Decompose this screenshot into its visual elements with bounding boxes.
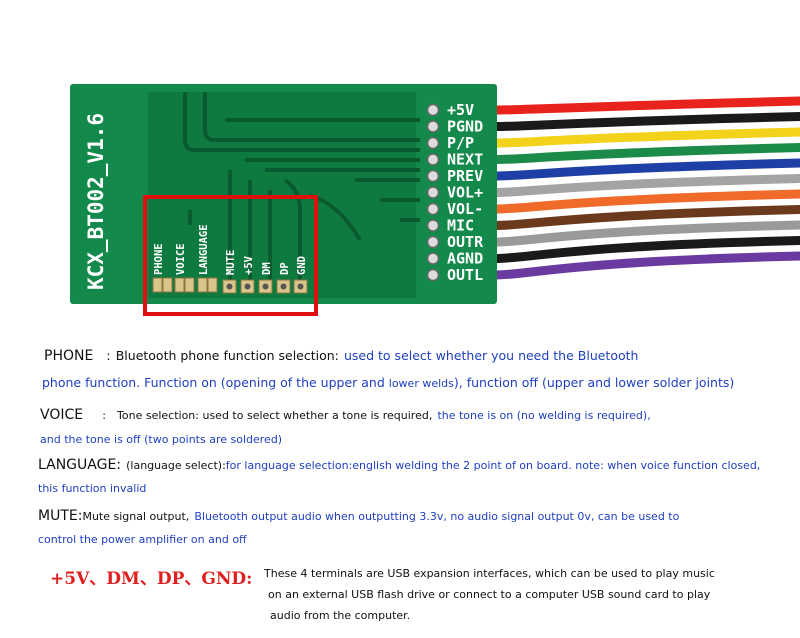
phone-black-text: Bluetooth phone function selection: [115,348,339,363]
pin-hole [426,120,440,133]
language-desc-line2: this function invalid [38,482,147,495]
wire-8 [490,205,800,230]
pad-hole [297,283,304,290]
wire-10 [490,236,800,263]
highlight-box [143,195,318,316]
usb-desc-line2: on an external USB flash drive or connec… [268,588,711,601]
pad-hole [280,283,287,290]
pin-label: OUTR [447,233,484,251]
pin-labels: +5VPGNDP/PNEXTPREVVOL+VOL-MICOUTRAGNDOUT… [447,101,484,284]
phone-sep: : [106,348,111,363]
pad [197,277,208,293]
wire-11 [490,251,800,280]
pad [162,277,173,293]
pin-label: OUTL [447,266,483,284]
pad-hole [244,283,251,290]
mute-blue-text: Bluetooth output audio when outputting 3… [194,510,680,523]
pin-label: VOL+ [447,184,483,202]
wire-1 [490,96,800,115]
pad-label: DM [261,262,273,275]
pin-hole [426,136,440,150]
pin-hole [426,219,440,232]
pad-label: VOICE [175,243,187,275]
phone-desc-line2: phone function. Function on (opening of … [42,375,734,390]
voice-desc-line1: VOICE : Tone selection: used to select w… [40,404,651,423]
wire-4 [490,143,800,164]
pin-label: NEXT [447,151,483,169]
voice-sep: : [102,409,106,422]
voice-desc-line2: and the tone is off (two points are sold… [40,433,283,446]
pin-hole [426,202,440,216]
language-label: LANGUAGE: [38,457,122,473]
wire-6 [490,174,800,197]
mute-black-text: Mute signal output, [82,510,190,523]
wire-7 [490,189,800,214]
pin-label: AGND [447,250,483,268]
pin-hole [426,268,440,282]
pad [152,277,163,293]
pin-label: VOL- [447,200,483,218]
voice-black-text: Tone selection: used to select whether a… [117,409,433,422]
pin-hole [426,153,440,166]
usb-desc-line3: audio from the computer. [270,609,411,622]
language-desc-line1: LANGUAGE: (language select):for language… [38,454,760,473]
language-black-text: (language select): [126,459,226,472]
pad-label: LANGUAGE [198,224,210,275]
pad [174,277,185,293]
pad-hole [262,283,269,290]
pad-hole [226,283,233,290]
phone-desc-line1: PHONE : Bluetooth phone function selecti… [44,345,638,364]
pin-hole [426,169,440,183]
pin-label: PREV [447,167,483,185]
solder-pads [152,277,308,294]
pin-label: +5V [447,101,474,119]
phone-blue-text: used to select whether you need the Blue… [344,348,639,363]
pin-hole [426,235,440,249]
wire-2 [490,112,800,131]
phone-line2a: phone function. Function on (opening of … [42,375,385,390]
pad-label: PHONE [153,243,165,275]
language-blue-text: for language selection:english welding t… [225,459,761,472]
mute-desc-line1: MUTE:Mute signal output, Bluetooth outpu… [38,505,679,524]
pin-hole [426,103,440,117]
pin-hole [426,252,440,265]
pad-label: DP [279,262,291,275]
pad-label: MUTE [225,250,237,275]
mute-desc-line2: control the power amplifier on and off [38,533,247,546]
phone-label: PHONE [44,348,94,364]
phone-line2b: lower welds [388,377,454,390]
bluetooth-module-photo: +5VPGNDP/PNEXTPREVVOL+VOL-MICOUTRAGNDOUT… [70,84,800,316]
pin-label: P/P [447,134,474,152]
board-model-label: KCX_BT002_V1.6 [84,113,108,290]
wire-5 [490,158,800,181]
pad [184,277,195,293]
pin-header [426,103,440,282]
voice-label: VOICE [40,407,84,423]
pcb-traces [183,92,420,290]
pad-labels: PHONE VOICE LANGUAGE MUTE +5V DM DP GND [153,224,308,275]
pin-label: PGND [447,118,483,136]
usb-label: +5V、DM、DP、GND: [50,569,253,589]
pad-label: +5V [243,255,255,275]
pin-hole [426,186,440,199]
wire-bundle [490,96,800,280]
usb-desc-line1: These 4 terminals are USB expansion inte… [264,567,715,580]
pin-label: MIC [447,217,474,235]
mute-label: MUTE: [38,508,83,524]
phone-line2c: ), function off (upper and lower solder … [453,375,735,390]
voice-blue-text: the tone is on (no welding is required), [437,409,651,422]
wire-3 [490,127,800,148]
pad [207,277,218,293]
pad-label: GND [296,256,308,275]
wire-9 [490,220,800,247]
